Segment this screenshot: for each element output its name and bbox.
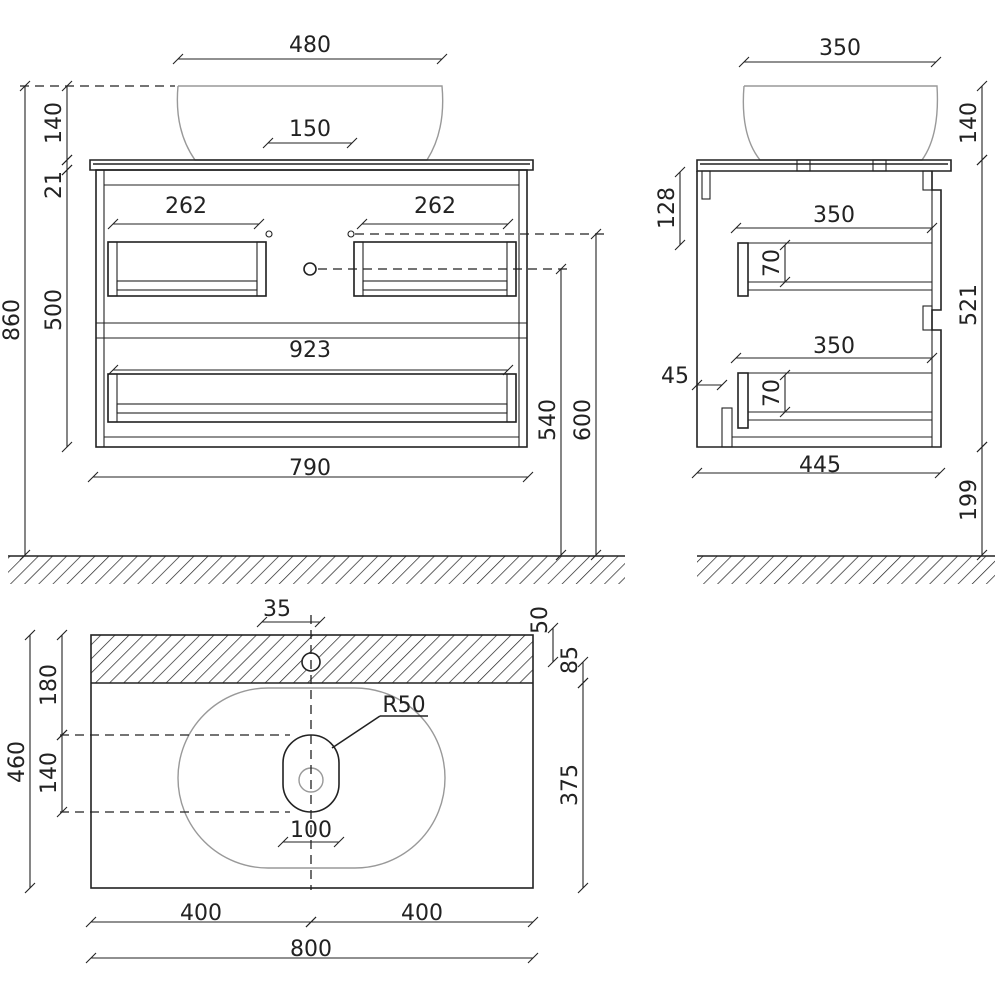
side-floor-hatch	[697, 556, 995, 584]
dimension-tap-offset: 35	[256, 597, 326, 628]
dimension-basin-depth: 375	[558, 677, 589, 894]
basin-plan-outline	[177, 687, 446, 869]
dimension-label: 262	[165, 194, 207, 219]
front-view	[8, 85, 625, 584]
dimension-basin-depth: 350	[738, 36, 942, 68]
dimension-label: 50	[528, 606, 553, 634]
dimension-outlet-height-high: 600	[571, 228, 602, 561]
mount-point-right	[347, 230, 355, 238]
dimension-label: 21	[42, 171, 67, 199]
dimension-label: 128	[655, 187, 680, 229]
dimension-handle-left: 262	[107, 194, 265, 230]
dimension-label: 923	[289, 338, 331, 363]
dimension-label: 600	[571, 399, 596, 441]
handle-top-left	[107, 241, 267, 297]
dimension-depth-total: 460	[5, 629, 36, 894]
dimension-label: 460	[5, 741, 30, 783]
handle-bottom	[107, 373, 517, 423]
dimension-label: 262	[414, 194, 456, 219]
dimension-basin-width: 480	[172, 33, 448, 65]
dimension-cabinet-width: 790	[87, 456, 534, 483]
radius-label: R50	[382, 693, 425, 718]
dimension-drain-from-back: 180	[37, 629, 68, 741]
dimension-body-height: 521	[957, 154, 988, 453]
dimension-drain-width: 100	[277, 818, 345, 848]
dimension-edge-50: 50	[528, 606, 559, 668]
side-view	[696, 85, 995, 584]
drain-outlet	[303, 262, 317, 276]
dimension-wall-clearance: 199	[957, 441, 988, 561]
dimension-drawer-bottom-height: 70	[760, 369, 791, 418]
dimension-drawer-top-height: 70	[760, 239, 791, 288]
dimension-label: 400	[401, 901, 443, 926]
dimension-label: 350	[813, 203, 855, 228]
dimension-label: 140	[42, 102, 67, 144]
side-drawer-bottom	[737, 372, 932, 429]
side-countertop	[696, 159, 952, 172]
dimension-label: 375	[558, 764, 583, 806]
dimension-label: 140	[957, 102, 982, 144]
floor-hatch	[8, 556, 625, 584]
mount-point-left	[265, 230, 273, 238]
dimension-label: 521	[957, 284, 982, 326]
dimension-label: 350	[819, 36, 861, 61]
dimension-drawer-bottom-depth: 350	[730, 334, 938, 364]
dimension-label: 70	[760, 379, 785, 407]
dimension-basin-height: 140	[42, 80, 73, 166]
side-drawer-top	[737, 242, 932, 297]
dimension-label: 800	[290, 937, 332, 962]
dimension-label: 180	[37, 664, 62, 706]
dimension-outlet-height-low: 540	[536, 263, 567, 561]
dimension-label: 100	[290, 818, 332, 843]
dimension-label: 45	[661, 364, 689, 389]
dimension-drawer-top-depth: 350	[730, 203, 938, 234]
dimension-label: 70	[760, 249, 785, 277]
dimension-edge-85: 85	[558, 646, 589, 689]
dimension-back-offset: 45	[661, 364, 728, 391]
dimension-label: 150	[289, 117, 331, 142]
dimension-total-height: 860	[0, 80, 31, 561]
dimension-label: 540	[536, 399, 561, 441]
dimension-label: 140	[37, 752, 62, 794]
dimension-label: 35	[263, 597, 291, 622]
dimension-top-drawer-offset: 128	[655, 166, 686, 251]
dimension-label: 85	[558, 646, 583, 674]
dimension-label: 199	[957, 479, 982, 521]
dimension-handle-bottom: 923	[107, 338, 514, 376]
plan-outline	[90, 634, 534, 889]
dimensions: 480 150 860 140 21 500 262 262 923 790 540 600 350 14…	[0, 33, 988, 964]
dimension-label: 350	[813, 334, 855, 359]
dimension-top-thickness: 21	[42, 154, 73, 199]
dimension-label: 400	[180, 901, 222, 926]
radius-leader	[331, 715, 381, 749]
dimension-drain-slot: 140	[37, 729, 68, 818]
dimension-cabinet-depth: 445	[691, 453, 946, 479]
dimension-handle-right: 262	[356, 194, 514, 230]
dimension-basin-height: 140	[957, 80, 988, 166]
side-basin-outline	[742, 85, 939, 161]
dimension-label: 445	[799, 453, 841, 478]
dimension-total-width: 800	[85, 937, 539, 964]
dimension-half-right: 400	[305, 901, 539, 928]
countertop	[89, 159, 534, 171]
dimension-half-left: 400	[85, 901, 317, 928]
dimension-label: 790	[289, 456, 331, 481]
cabinet-body	[95, 169, 528, 448]
dimension-label: 860	[0, 299, 25, 341]
dimension-cabinet-height: 500	[42, 164, 73, 453]
dimension-label: 500	[42, 289, 67, 331]
dimension-drain-offset: 150	[262, 117, 358, 149]
plan-view	[60, 615, 534, 890]
dimension-label: 480	[289, 33, 331, 58]
